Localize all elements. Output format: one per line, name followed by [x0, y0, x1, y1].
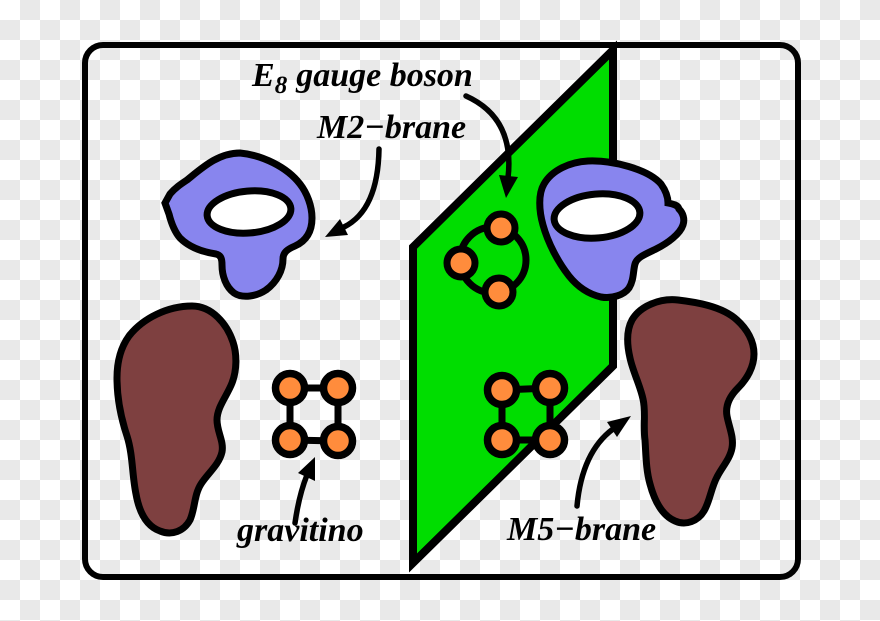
e8-gauge-boson-arrow [463, 93, 512, 181]
gauge-boson-particle [481, 274, 517, 310]
m5-brane-arrow [574, 426, 616, 509]
m2-brane-arrow [341, 146, 382, 230]
e8-symbol: E [252, 57, 275, 94]
m2-brane-arrowhead [325, 219, 348, 237]
m5-brane-blob-right [624, 296, 758, 527]
gravitino-particle [483, 371, 521, 409]
gravitino-cluster-bulk [271, 369, 357, 460]
e8-subscript: 8 [274, 72, 288, 99]
label-e8-gauge-boson: E8 gauge boson [252, 57, 473, 99]
m2-brane-hole-left [203, 187, 295, 237]
m5-brane-arrowhead [607, 416, 631, 437]
gravitino-particle [531, 369, 569, 407]
gravitino-particle [531, 421, 569, 459]
m2-brane-hole-right [550, 190, 644, 242]
gravitino-particle [271, 369, 309, 407]
gravitino-particle [271, 421, 309, 459]
gravitino-particle [319, 422, 357, 460]
gauge-boson-particle [443, 245, 479, 281]
gravitino-cluster-on-plane [483, 369, 569, 459]
gravitino-arrow [292, 472, 310, 526]
label-gravitino: gravitino [237, 512, 364, 549]
e8-text: gauge boson [296, 57, 473, 94]
m5-brane-blob-left [113, 302, 240, 537]
diagram-frame [82, 42, 801, 580]
gravitino-particle [483, 421, 521, 459]
gauge-boson-particle [483, 210, 519, 246]
gravitino-particle [319, 369, 357, 407]
gravitino-arrowhead [298, 457, 315, 481]
e8-gauge-boson-arrowhead [499, 175, 518, 198]
label-m2-brane: M2−brane [317, 109, 467, 146]
label-m5-brane: M5−brane [507, 511, 657, 548]
